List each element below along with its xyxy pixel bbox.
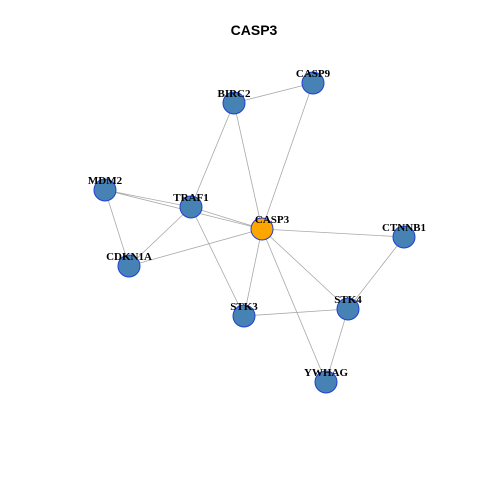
node-traf1[interactable]: [179, 195, 203, 219]
node-birc2[interactable]: [222, 91, 246, 115]
edge-traf1-cdkn1a: [128, 206, 192, 267]
edge-traf1-casp3: [190, 206, 263, 230]
node-ctnnb1[interactable]: [392, 225, 416, 249]
node-mdm2[interactable]: [93, 178, 117, 202]
node-label-casp9: CASP9: [296, 68, 331, 80]
edges-layer: [104, 82, 405, 383]
node-casp9[interactable]: [301, 71, 325, 95]
edge-cdkn1a-casp3: [128, 228, 263, 267]
node-stk3[interactable]: [232, 304, 256, 328]
node-label-stk3: STK3: [230, 301, 258, 313]
graph-title: CASP3: [231, 22, 278, 38]
node-label-stk4: STK4: [334, 294, 362, 306]
edge-casp9-casp3: [261, 82, 314, 230]
edge-stk4-ywhag: [325, 308, 349, 383]
node-casp3[interactable]: [250, 217, 274, 241]
node-stk4[interactable]: [336, 297, 360, 321]
node-label-birc2: BIRC2: [217, 88, 251, 100]
edge-birc2-traf1: [190, 102, 235, 208]
node-label-mdm2: MDM2: [88, 175, 123, 187]
node-label-ctnnb1: CTNNB1: [382, 222, 426, 234]
node-label-cdkn1a: CDKN1A: [106, 251, 152, 263]
edge-mdm2-cdkn1a: [104, 189, 130, 267]
nodes-layer: [93, 71, 416, 394]
node-label-casp3: CASP3: [255, 214, 290, 226]
node-label-ywhag: YWHAG: [304, 367, 348, 379]
node-ywhag[interactable]: [314, 370, 338, 394]
edge-traf1-stk3: [190, 206, 245, 317]
edge-casp3-ctnnb1: [261, 228, 405, 238]
node-cdkn1a[interactable]: [117, 254, 141, 278]
edge-ctnnb1-stk4: [347, 236, 405, 310]
edge-stk3-stk4: [243, 308, 349, 317]
edge-birc2-casp9: [233, 82, 314, 104]
edge-casp3-stk4: [261, 228, 349, 310]
node-label-traf1: TRAF1: [173, 192, 208, 204]
edge-casp3-stk3: [243, 228, 263, 317]
edge-birc2-casp3: [233, 102, 263, 230]
edge-mdm2-traf1: [104, 189, 192, 208]
edge-casp3-ywhag: [261, 228, 327, 383]
